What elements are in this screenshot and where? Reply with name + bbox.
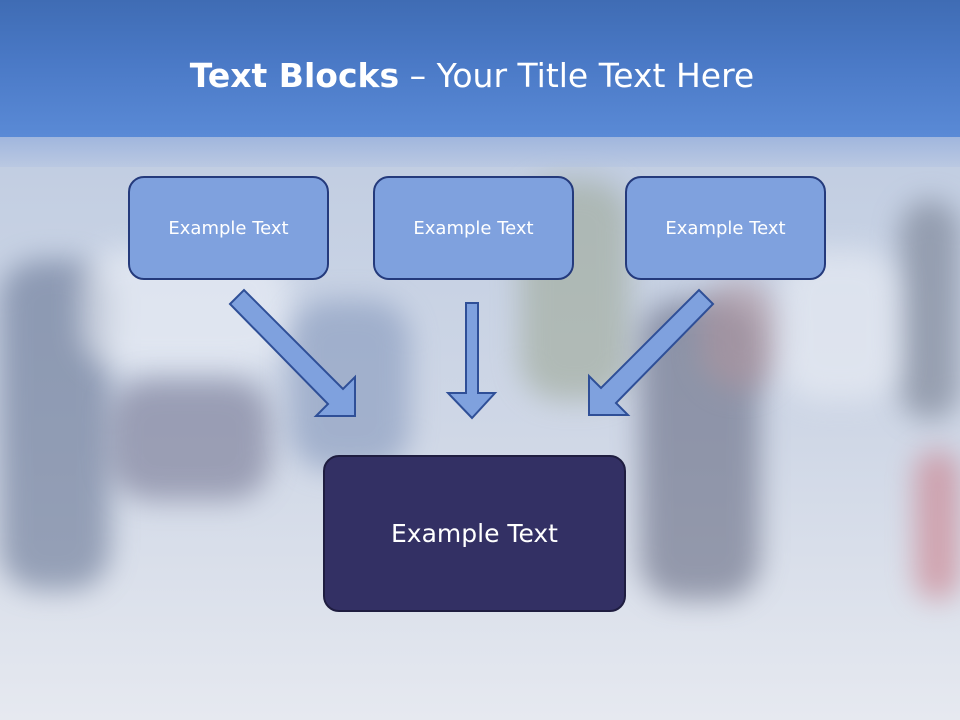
text-block-main-label: Example Text — [391, 519, 558, 548]
text-block-1-label: Example Text — [168, 217, 289, 239]
text-block-3-label: Example Text — [665, 217, 786, 239]
text-block-1[interactable]: Example Text — [128, 176, 329, 280]
arrow-down-left — [588, 288, 715, 416]
background-figure — [900, 200, 960, 420]
arrow-down — [445, 302, 498, 420]
header-band — [0, 0, 960, 137]
title-separator: – — [399, 56, 437, 95]
background-figure — [700, 280, 780, 390]
background-figure — [915, 450, 960, 600]
title-bold: Text Blocks — [189, 56, 400, 95]
arrow-down-right — [228, 288, 356, 417]
slide-title: Text Blocks – Your Title Text Here — [0, 54, 944, 98]
text-block-main[interactable]: Example Text — [323, 455, 626, 612]
text-block-3[interactable]: Example Text — [625, 176, 826, 280]
header-strip — [0, 137, 960, 167]
background-figure — [110, 380, 270, 500]
text-block-2-label: Example Text — [413, 217, 534, 239]
title-regular: Your Title Text Here — [436, 56, 755, 95]
text-block-2[interactable]: Example Text — [373, 176, 574, 280]
